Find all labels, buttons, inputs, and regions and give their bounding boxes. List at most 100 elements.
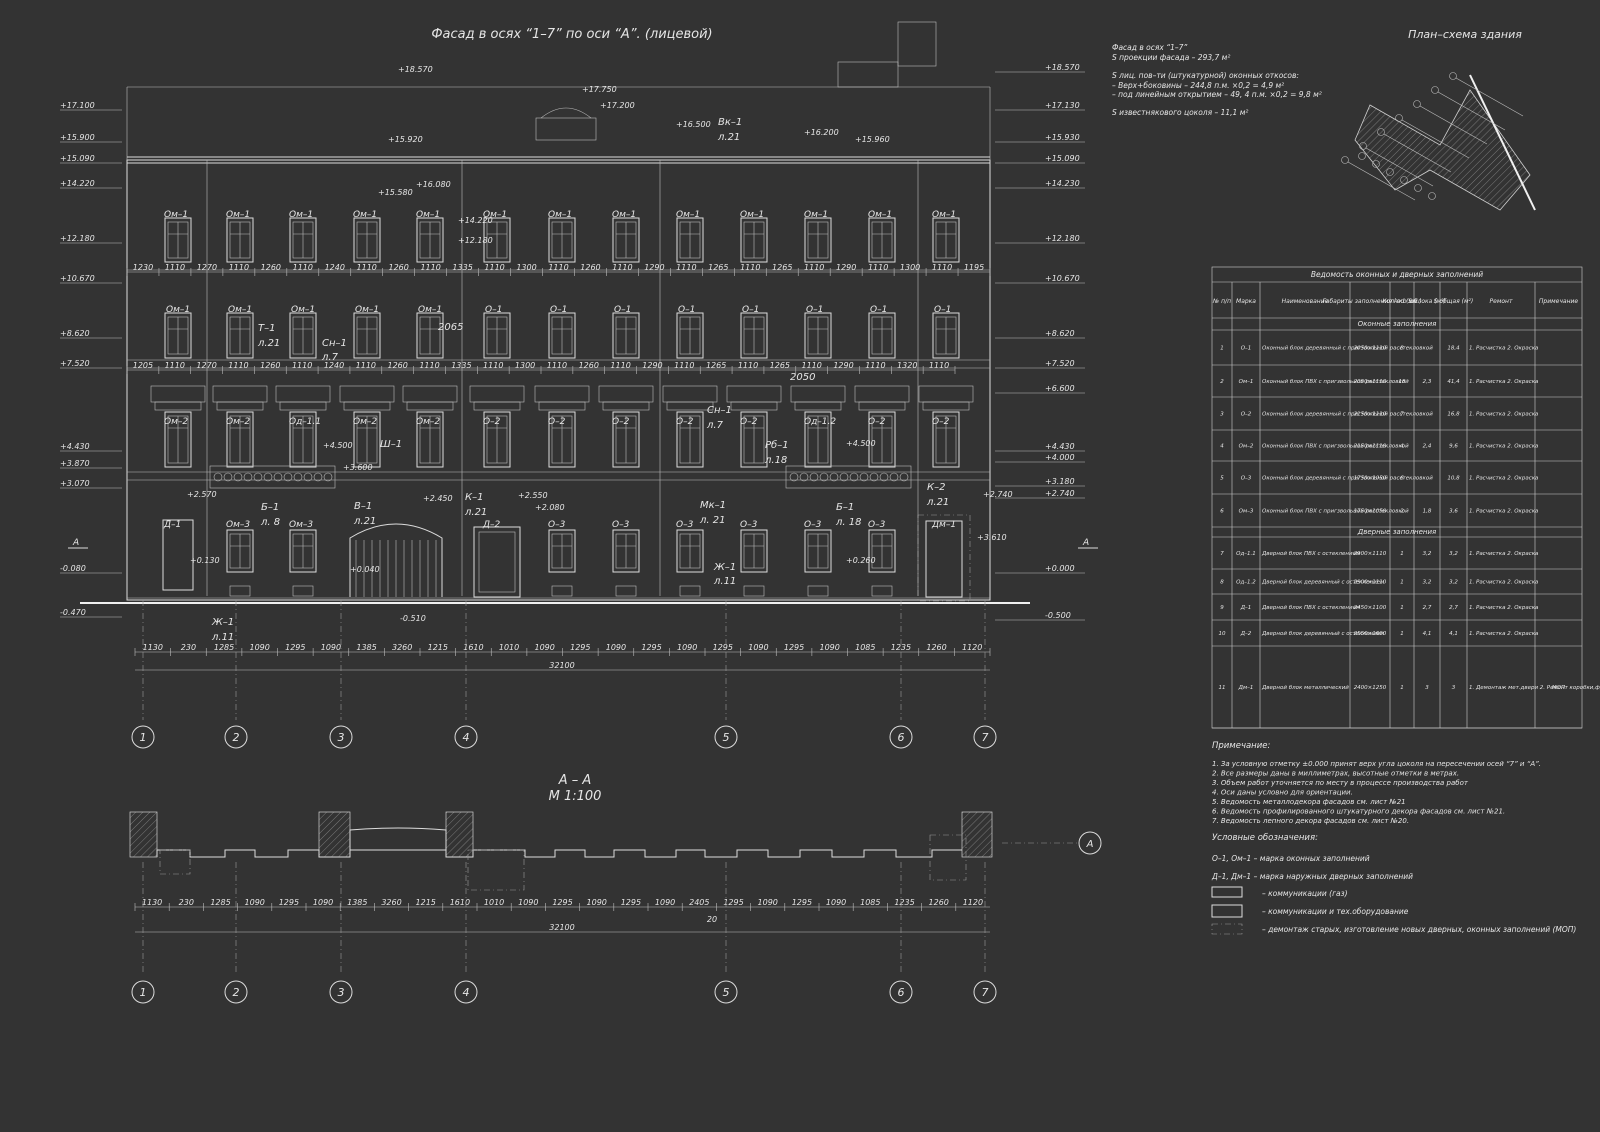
elevation-mark: +18.570 xyxy=(398,65,433,74)
section-axis-bubble xyxy=(973,980,997,1004)
table-cell: 7 xyxy=(1400,412,1404,418)
axis-bubble xyxy=(973,725,997,749)
window-pediment-base xyxy=(602,401,650,411)
elevation-mark-left: +7.520 xyxy=(60,359,90,368)
table-header-cell: Ремонт xyxy=(1490,298,1513,305)
window-mark: Ом–1 xyxy=(932,210,956,220)
elevation-mark-right: -0.500 xyxy=(1045,611,1071,620)
dimension-value: 1260 xyxy=(260,361,280,370)
plan-axis-bubble xyxy=(1341,156,1349,164)
table-header-cell: S общая (м²) xyxy=(1434,298,1474,305)
dimension-value: 1110 xyxy=(868,263,888,272)
basement-vent xyxy=(871,585,893,597)
window-pediment xyxy=(534,385,590,403)
section-dimension-value: 2405 xyxy=(689,898,709,907)
plan-axis-bubble xyxy=(1400,176,1408,184)
table-cell: 1 xyxy=(1220,346,1224,352)
table-cell: Оконный блок деревянный с пригзвольной р… xyxy=(1262,346,1433,352)
section-dimension-value: 1610 xyxy=(450,898,470,907)
window-mark: Ом–1 xyxy=(416,210,440,220)
elevation-mark: +16.080 xyxy=(416,180,451,189)
dimension-value: 1090 xyxy=(677,643,697,652)
callout-tag: 2065 xyxy=(438,322,463,333)
axis-label: 5 xyxy=(723,731,730,744)
schedule-table: Ведомость оконных и дверных заполнений№ … xyxy=(1211,266,1600,729)
callout-tag: л. 21 xyxy=(699,515,725,526)
table-cell: Ом–2 xyxy=(1239,444,1254,450)
table-cell: Дверной блок ПВХ с остеклением xyxy=(1261,605,1360,611)
dimension-value: 1090 xyxy=(250,643,270,652)
window-row2 xyxy=(740,312,768,359)
balcony-ornament xyxy=(223,472,233,482)
dimension-value: 1385 xyxy=(356,643,376,652)
window-mark: О–1 xyxy=(934,305,951,315)
elevation-mark-left: +3.070 xyxy=(60,479,90,488)
axis-bubble xyxy=(889,725,913,749)
axis-bubble xyxy=(329,725,353,749)
window-row4 xyxy=(289,529,317,573)
section-outline xyxy=(156,849,962,858)
table-cell: 1. Расчистка 2. Окраска xyxy=(1469,346,1539,352)
dimension-value: 1265 xyxy=(772,263,792,272)
dormer xyxy=(535,117,597,141)
callout-tag: л.11 xyxy=(713,576,736,587)
elevation-mark: +12.180 xyxy=(458,236,493,245)
callout-tag: Вк–1 xyxy=(718,117,742,128)
elevation-mark: +0.130 xyxy=(190,556,220,565)
elevation-mark: +17.750 xyxy=(582,85,617,94)
window-row3 xyxy=(868,411,896,468)
dimension-value: 1295 xyxy=(713,643,733,652)
dimension-value: 1215 xyxy=(428,643,448,652)
elevation-mark-right: +18.570 xyxy=(1045,63,1080,72)
table-cell: 1. Расчистка 2. Окраска xyxy=(1469,509,1539,515)
dimension-value: 1110 xyxy=(804,263,824,272)
section-axis-bubble xyxy=(224,980,248,1004)
section-axis-label: 4 xyxy=(463,986,470,999)
plan-axis-bubble xyxy=(1386,168,1394,176)
balcony-ornament xyxy=(213,472,223,482)
dimension-value: 1110 xyxy=(929,361,949,370)
window-mark: Од–1.2 xyxy=(804,417,836,427)
window-row3 xyxy=(416,411,444,468)
section-axis-label: 1 xyxy=(140,986,147,999)
axis-label: 3 xyxy=(338,731,345,744)
table-header-cell: Примечание xyxy=(1539,298,1578,305)
section-dimension-value: 1090 xyxy=(518,898,538,907)
plan-axis-line xyxy=(1383,133,1452,173)
table-cell: 1750×1050 xyxy=(1354,476,1387,482)
window-row1 xyxy=(612,217,640,263)
window-row4 xyxy=(612,529,640,573)
table-cell: 2,4 xyxy=(1423,444,1432,450)
plan-axis-bubble xyxy=(1413,100,1421,108)
dimension-value: 1240 xyxy=(324,361,344,370)
legend-item: – коммуникации (газ) xyxy=(1262,889,1348,898)
dimension-value: 1110 xyxy=(356,361,376,370)
callout-tag: Рб–1 xyxy=(765,439,789,451)
section-scale: М 1:100 xyxy=(549,789,602,804)
window-pediment xyxy=(402,385,458,403)
table-header-cell: Кол–во (шт.) xyxy=(1382,298,1421,305)
window-mark: Ом–1 xyxy=(355,305,379,315)
elevation-mark-right: +6.600 xyxy=(1045,384,1075,393)
elevation-mark: +3.600 xyxy=(343,463,373,472)
table-cell: 1 xyxy=(1400,580,1404,586)
table-cell: 1,8 xyxy=(1423,509,1432,515)
window-mark: О–3 xyxy=(868,520,886,530)
section-dimension-value: 1130 xyxy=(142,898,162,907)
dimension-value: 1090 xyxy=(748,643,768,652)
elevation-mark-right: +15.090 xyxy=(1045,154,1080,163)
table-cell: 41,4 xyxy=(1447,379,1460,385)
table-cell: 1. Расчистка 2. Окраска xyxy=(1469,379,1539,385)
balcony-ornament xyxy=(799,472,809,482)
note-item: 3. Объем работ уточняется по месту в про… xyxy=(1212,779,1469,787)
elevation-mark-right: +4.430 xyxy=(1045,442,1075,451)
section-marker-label: А xyxy=(72,538,79,548)
balcony-ornament xyxy=(253,472,263,482)
dimension-value: 1195 xyxy=(964,263,984,272)
dimension-value: 1300 xyxy=(516,263,536,272)
dimension-value: 1110 xyxy=(229,263,249,272)
axis-label: 6 xyxy=(898,731,905,744)
window-pediment xyxy=(790,385,846,403)
table-cell: Дверной блок ПВХ с остеклением xyxy=(1261,551,1360,557)
dimension-value: 1300 xyxy=(900,263,920,272)
